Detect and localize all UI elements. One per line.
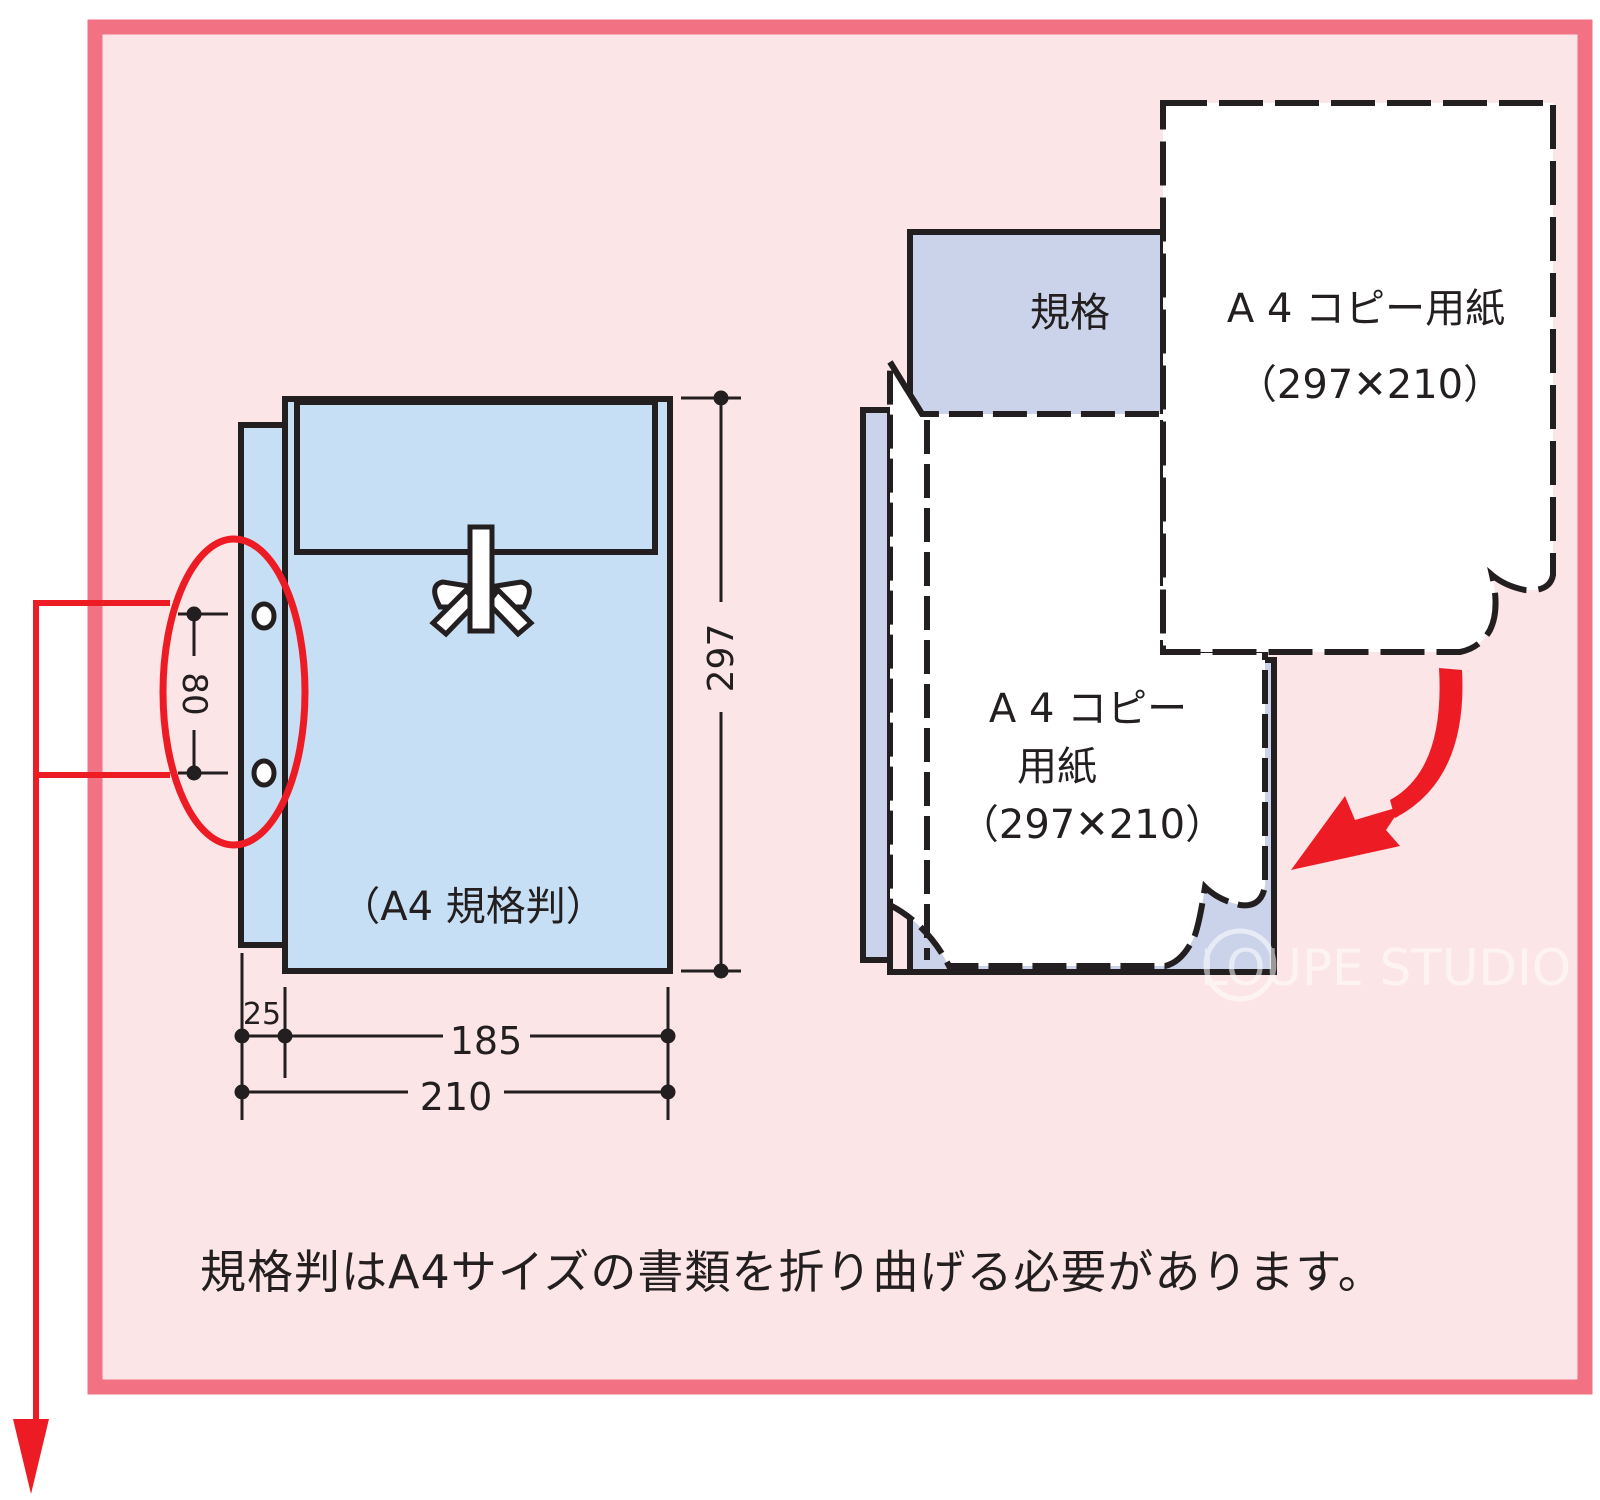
envelope-label: （A4 規格判） <box>340 884 606 930</box>
dimension-hole-spacing <box>178 606 228 781</box>
highlight-ellipse <box>159 535 309 849</box>
standard-sheet-back <box>860 407 893 963</box>
dimension-height-label: 297 <box>701 624 742 693</box>
a4-paper-top <box>1160 100 1556 655</box>
binding-strip <box>238 422 290 948</box>
highlight-callout <box>33 535 309 1430</box>
fold-arrow-icon <box>1291 668 1463 870</box>
watermark-text: LOUPE STUDIO <box>1200 939 1571 997</box>
watermark: LOUPE STUDIO <box>1200 928 1571 1002</box>
paper-bottom-line2: 用紙 <box>1017 744 1097 790</box>
ribbon-bow-icon <box>429 524 535 638</box>
arrow-down-icon <box>13 1419 49 1494</box>
dimension-margin-label: 25 <box>243 997 281 1032</box>
dimension-height <box>681 390 741 979</box>
standard-label: 規格 <box>1030 290 1110 336</box>
paper-bottom-line1: A 4 コピー <box>989 686 1187 732</box>
punch-hole-icon <box>251 601 277 631</box>
paper-bottom-line3: （297✕210） <box>959 802 1225 848</box>
a4-paper-folded <box>887 351 1268 969</box>
envelope-diagram: （A4 規格判） <box>238 396 673 974</box>
paper-top-line2: （297✕210） <box>1237 362 1503 408</box>
punch-hole-icon <box>251 758 277 788</box>
folded-paper-diagram <box>860 100 1556 975</box>
paper-top-line1: A 4 コピー用紙 <box>1227 286 1505 332</box>
dimension-inner-width-label: 185 <box>450 1019 523 1063</box>
dimension-width <box>234 953 676 1120</box>
caption-text: 規格判はA4サイズの書類を折り曲げる必要があります。 <box>200 1245 1385 1299</box>
dimension-total-width-label: 210 <box>420 1075 493 1119</box>
dimension-hole-spacing-label: 80 <box>174 672 214 715</box>
